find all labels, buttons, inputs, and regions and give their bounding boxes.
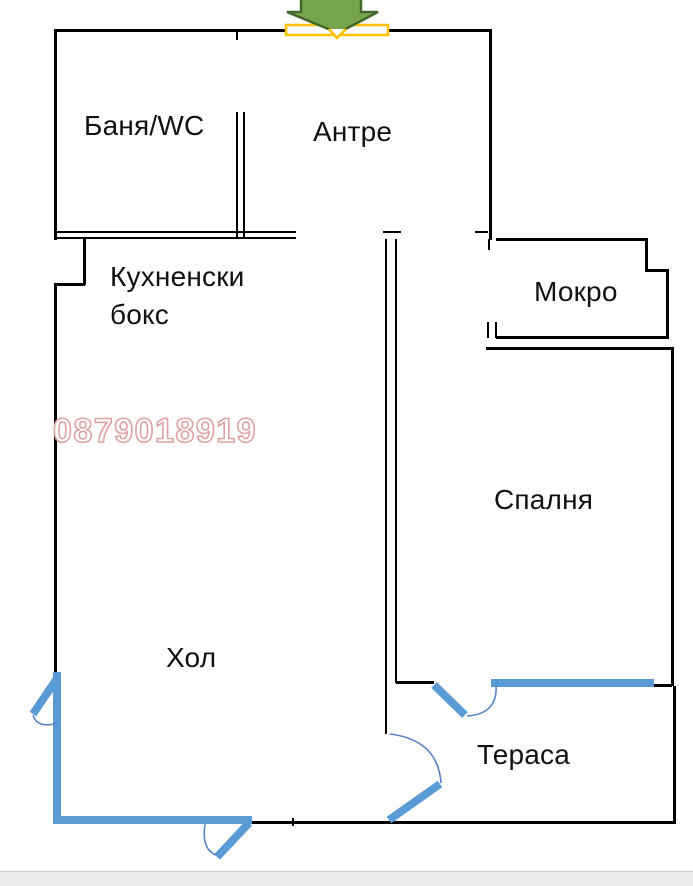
wall-mokro-step-h bbox=[645, 269, 669, 272]
door-leaf-bottom-left bbox=[214, 820, 252, 860]
wall-banya-divider-a bbox=[236, 112, 238, 239]
door-leaf-hol-terrace bbox=[386, 780, 443, 824]
wall-mokro-jamb-a bbox=[487, 322, 489, 338]
wall-banya-divider-b bbox=[243, 112, 245, 239]
room-label-terasa: Тераса bbox=[477, 739, 571, 770]
door-arc-hol-terrace bbox=[389, 733, 442, 784]
door-leaf-left bbox=[29, 674, 62, 717]
wall-top-left bbox=[54, 29, 288, 32]
wall-corridor-right-tick bbox=[475, 231, 488, 233]
room-label-banya: Баня/WC bbox=[84, 110, 205, 141]
door-leaf-corridor-terrace bbox=[431, 682, 468, 718]
wall-banya-divider-tick bbox=[236, 32, 238, 40]
wall-bedroom-right bbox=[671, 347, 674, 686]
wall-bottom-tick bbox=[292, 818, 294, 826]
bottom-page-edge bbox=[0, 871, 693, 886]
room-label-spalnya: Спалня bbox=[494, 484, 594, 515]
door-arc-bottom-left bbox=[203, 823, 217, 856]
room-label-kitchen-line1: Кухненски bbox=[110, 261, 245, 292]
wall-outer-left-lower bbox=[54, 285, 57, 678]
room-label-hol: Хол bbox=[166, 642, 217, 673]
wall-mokro-bottom bbox=[496, 336, 669, 339]
wall-outer-left-upper bbox=[54, 29, 57, 240]
room-label-kitchen: Кухненски бокс bbox=[110, 258, 245, 334]
entrance-marker-notch-icon bbox=[328, 28, 347, 40]
wall-kitchen-step-h bbox=[54, 283, 85, 286]
wall-mokro-left-tick bbox=[488, 239, 490, 250]
wall-mokro-jamb-b bbox=[495, 322, 497, 338]
wall-bedroom-top bbox=[486, 347, 674, 350]
room-label-kitchen-line2: бокс bbox=[110, 299, 169, 330]
entrance-arrow-icon bbox=[286, 0, 379, 35]
phone-watermark: 0879018919 bbox=[52, 411, 258, 451]
door-arc-left bbox=[32, 714, 59, 726]
wall-mokro-step-v bbox=[645, 238, 648, 272]
wall-corridor-b bbox=[395, 239, 397, 683]
wall-antre-bottom-b bbox=[54, 237, 296, 239]
wall-terrace-right bbox=[673, 686, 676, 824]
door-arc-corridor-terrace bbox=[466, 684, 497, 717]
wall-bedroom-bottom-left bbox=[396, 681, 434, 684]
wall-corridor-a bbox=[385, 239, 387, 734]
wall-kitchen-step-v bbox=[83, 239, 86, 285]
wall-mokro-top bbox=[496, 238, 648, 241]
room-label-antre: Антре bbox=[313, 116, 393, 147]
wall-top-right bbox=[387, 29, 492, 32]
wall-bedroom-bottom-right bbox=[653, 684, 672, 687]
wall-corridor-cap bbox=[383, 231, 401, 233]
room-label-mokro: Мокро bbox=[534, 276, 618, 307]
wall-mokro-right bbox=[666, 269, 669, 339]
wall-bottom bbox=[250, 821, 676, 824]
wall-antre-bottom-a bbox=[54, 231, 296, 233]
wall-antre-right bbox=[489, 29, 492, 240]
